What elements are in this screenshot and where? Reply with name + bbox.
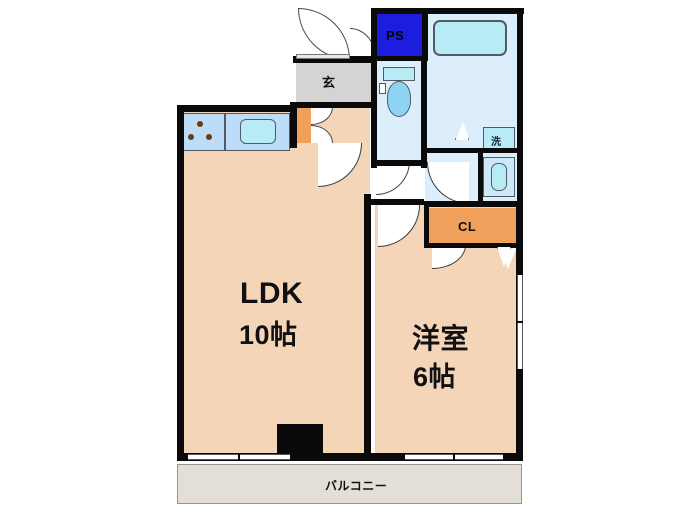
entrance-threshold [296, 54, 350, 59]
wall-toilet-bottom [371, 160, 427, 166]
wall-genkan-bottom [290, 102, 376, 108]
balcony-area [177, 464, 522, 504]
bedroom-window-right [455, 454, 503, 460]
toilet-lever-icon [379, 83, 386, 94]
wall-genkan-left [290, 102, 297, 148]
bedroom-window-left [405, 454, 453, 460]
toilet-bowl-icon [387, 81, 411, 117]
bedroom-side-window-2 [517, 323, 523, 369]
pipe-shaft [375, 12, 425, 58]
wall-bath-top [372, 8, 524, 14]
wall-genkan-top [293, 56, 377, 63]
burner-icon [206, 134, 212, 140]
wall-laundry-left [478, 150, 483, 205]
wall-washroom-right [517, 148, 523, 208]
wall-ldk-right [364, 205, 371, 460]
wall-washroom-bottom [424, 201, 523, 207]
balcony-label: バルコニー [325, 479, 388, 493]
genkan-area [296, 62, 374, 104]
bedroom-label: 洋室 [412, 323, 470, 354]
wall-toilet-right [421, 56, 427, 168]
bedroom-size-label: 6帖 [413, 362, 457, 392]
wall-kitchen-top [177, 105, 297, 112]
closet-area [428, 208, 520, 245]
pipe-shaft-label: PS [386, 28, 405, 43]
bathtub-icon [433, 20, 507, 56]
wall-toilet-left [371, 8, 377, 168]
wall-bath-bottom [427, 148, 523, 153]
toilet-door-swing [376, 161, 410, 195]
wall-closet-bottom [424, 243, 523, 248]
wall-bath-right [517, 8, 523, 153]
wall-closet-left [424, 205, 429, 247]
wall-bedroom-top [364, 199, 424, 205]
toilet-tank-icon [383, 67, 415, 81]
kitchen-sink-icon [240, 119, 276, 144]
laundry-label: 洗 [491, 137, 502, 148]
stove-3-burner-icon [181, 113, 225, 151]
wall-left [177, 105, 184, 460]
burner-icon [188, 134, 194, 140]
bedroom-side-window [517, 275, 523, 321]
closet-label: CL [458, 219, 477, 234]
pillar-icon [277, 424, 323, 458]
wall-ps-right [422, 8, 428, 58]
wall-ps-bottom [371, 56, 428, 61]
ldk-window-left [188, 454, 238, 460]
genkan-label: 玄 [322, 75, 336, 90]
bath-threshold-icon [456, 122, 470, 140]
basin-bowl-icon [491, 163, 507, 191]
ldk-window-right [240, 454, 290, 460]
burner-icon [197, 121, 203, 127]
ldk-size-label: 10帖 [239, 320, 298, 350]
ldk-label: LDK [240, 277, 304, 310]
